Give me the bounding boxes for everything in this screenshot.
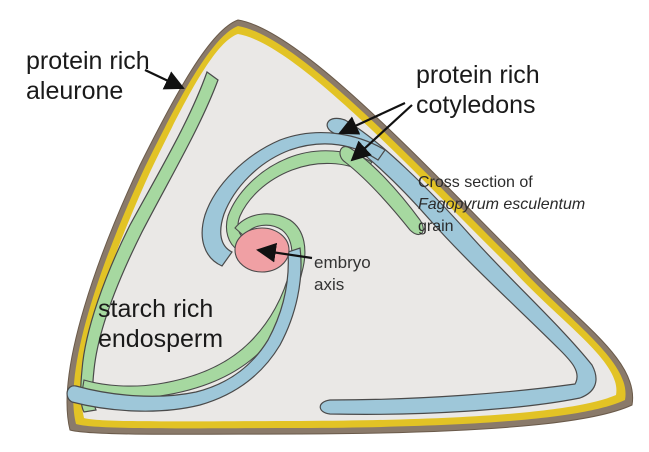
label-endosperm: starch rich endosperm (98, 294, 223, 354)
label-aleurone-line1: protein rich (26, 46, 150, 76)
label-cotyledons-line1: protein rich (416, 60, 540, 90)
caption-line3: grain (418, 216, 585, 238)
arrow-aleurone (145, 70, 183, 88)
label-aleurone-line2: aleurone (26, 76, 150, 106)
label-embryo-line1: embryo (314, 252, 371, 274)
label-cotyledons-line2: cotyledons (416, 90, 540, 120)
label-embryo-line2: axis (314, 274, 371, 296)
label-endosperm-line1: starch rich (98, 294, 223, 324)
label-embryo: embryo axis (314, 252, 371, 296)
label-endosperm-line2: endosperm (98, 324, 223, 354)
caption-line1: Cross section of (418, 172, 585, 194)
label-aleurone: protein rich aleurone (26, 46, 150, 106)
caption: Cross section of Fagopyrum esculentum gr… (418, 172, 585, 238)
label-cotyledons: protein rich cotyledons (416, 60, 540, 120)
caption-species: Fagopyrum esculentum (418, 194, 585, 216)
